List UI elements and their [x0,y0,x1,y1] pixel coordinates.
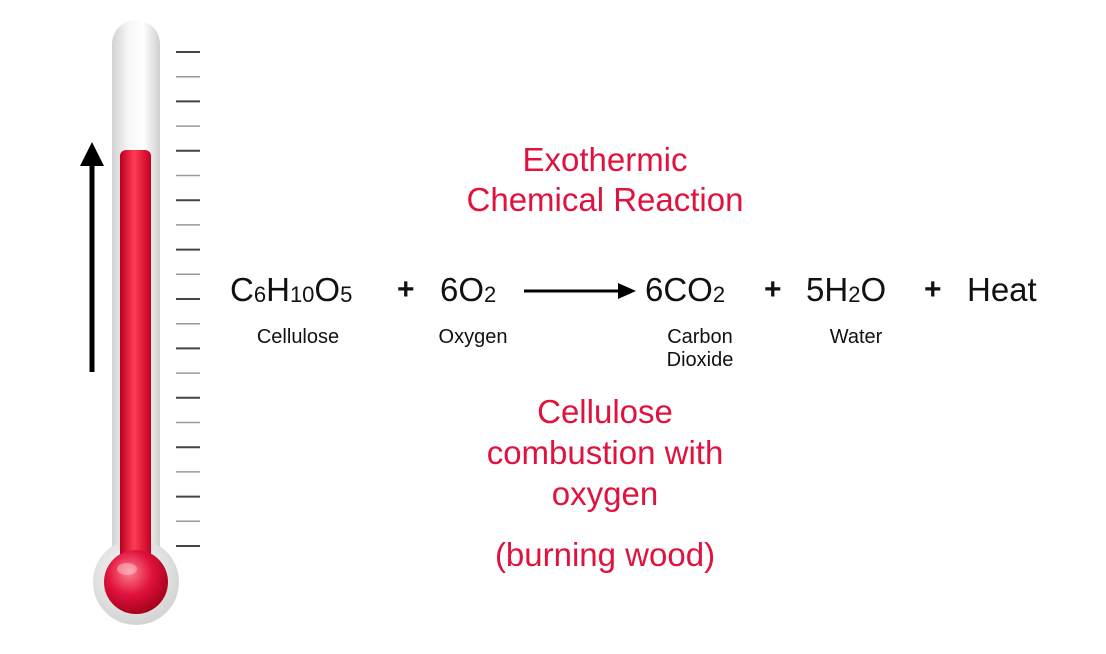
formula-oxygen: 6O2 [440,271,497,308]
up-arrow-icon [80,142,104,372]
caption: oxygen [551,475,659,512]
formula-water: 5H2O [806,271,887,308]
caption-note: (burning wood) [494,536,716,573]
reaction-title: Chemical Reaction [466,181,744,218]
thermometer-scale [176,51,200,547]
label-carbon-dioxide: Carbon Dioxide [666,326,734,371]
reaction-title: Exothermic [522,141,688,178]
label-water: Water [829,326,883,348]
thermometer-icon [80,20,200,625]
heat-term: Heat [967,271,1037,308]
plus-sign: + [397,273,415,306]
formula-cellulose: C6H10O5 [230,271,353,308]
label-oxygen: Oxygen [438,326,508,348]
caption: combustion with [486,434,724,471]
caption: Cellulose [537,393,673,430]
plus-sign: + [764,273,782,306]
formula-carbon-dioxide: 6CO2 [645,271,726,308]
thermometer-fill [104,150,168,614]
label-cellulose: Cellulose [256,326,340,348]
right-arrow-icon [524,283,636,299]
plus-sign: + [924,273,942,306]
